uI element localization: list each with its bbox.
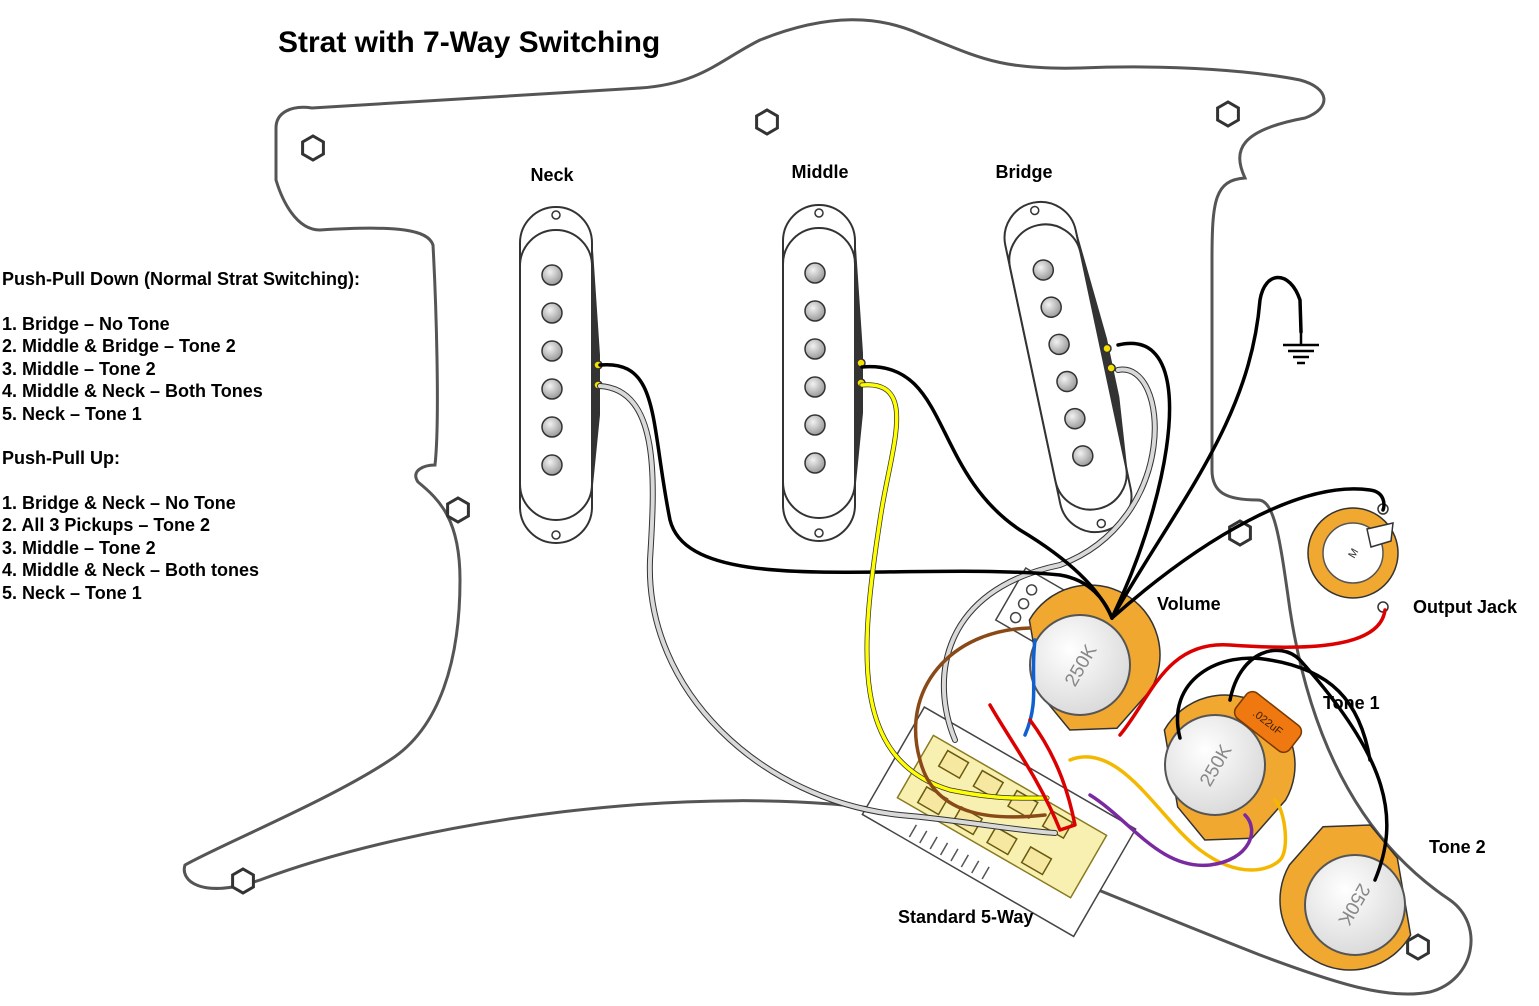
wire-black-neck — [598, 363, 1114, 620]
label-middle: Middle — [792, 162, 849, 182]
pole-piece — [541, 302, 563, 324]
legend-down-item: 2. Middle & Bridge – Tone 2 — [2, 336, 236, 356]
pole-piece — [1040, 296, 1062, 318]
label-volume: Volume — [1157, 594, 1221, 614]
wire-black-middle — [860, 365, 1114, 620]
mounting-screw-icon — [231, 867, 255, 895]
wire-red-switch — [988, 703, 1077, 832]
legend-up-item: 3. Middle – Tone 2 — [2, 537, 156, 558]
wire-blue — [1023, 638, 1037, 737]
label-output-jack: Output Jack — [1413, 597, 1518, 617]
middle-pickup — [782, 204, 866, 542]
pole-piece — [804, 452, 826, 474]
wire-brown — [913, 626, 1047, 819]
legend-up-item: 4. Middle & Neck – Both tones — [2, 560, 260, 580]
label-tone1: Tone 1 — [1323, 693, 1380, 713]
wires — [597, 275, 1389, 882]
mounting-screw-icon — [301, 134, 325, 162]
label-tone2: Tone 2 — [1429, 837, 1486, 857]
pole-piece — [804, 338, 826, 360]
mounting-screw-icon — [446, 496, 470, 524]
bridge-pickup — [1003, 200, 1133, 534]
pole-piece — [804, 262, 826, 284]
pole-piece — [1064, 407, 1086, 430]
pole-piece — [1032, 259, 1055, 281]
wire-purple — [1088, 793, 1254, 867]
pole-piece — [541, 340, 563, 362]
pole-piece — [541, 416, 563, 438]
mounting-screw-icon — [755, 108, 779, 136]
diagram-title: Strat with 7-Way Switching — [278, 26, 660, 59]
pole-piece — [804, 414, 826, 436]
wire-black-tone1 — [1175, 656, 1372, 762]
tone2-pot: 250K — [1279, 824, 1412, 971]
mounting-screw-icon — [1406, 933, 1430, 961]
pole-piece — [1056, 370, 1078, 393]
pole-piece — [1072, 445, 1094, 467]
label-bridge: Bridge — [995, 162, 1052, 182]
legend-up-heading: Push-Pull Up: — [2, 448, 120, 468]
wire-black-jack — [1110, 487, 1386, 620]
label-switch: Standard 5-Way — [898, 907, 1033, 927]
output-jack: M — [1307, 503, 1399, 613]
pole-piece — [1048, 333, 1070, 356]
switching-legend: Push-Pull Down (Normal Strat Switching):… — [2, 268, 360, 604]
legend-down-heading: Push-Pull Down (Normal Strat Switching): — [2, 269, 361, 289]
pole-piece — [541, 264, 563, 286]
pole-piece — [541, 454, 563, 476]
legend-spacer — [2, 291, 360, 313]
wire-black-tone2 — [1228, 648, 1389, 882]
legend-up-item: 1. Bridge & Neck – No Tone — [2, 492, 236, 513]
pole-piece — [804, 376, 826, 398]
legend-up-item: 5. Neck – Tone 1 — [2, 582, 142, 603]
wire-orange — [1068, 755, 1288, 872]
legend-down-item: 3. Middle – Tone 2 — [2, 358, 156, 379]
wire-black-bridge — [1110, 341, 1172, 620]
wire-red-jack — [1118, 608, 1387, 737]
neck-pickup — [519, 206, 603, 544]
legend-down-item: 5. Neck – Tone 1 — [2, 403, 142, 424]
label-neck: Neck — [530, 165, 574, 185]
pole-piece — [804, 300, 826, 322]
legend-down-item: 1. Bridge – No Tone — [2, 313, 170, 334]
wire-black-ground — [1110, 275, 1303, 620]
ground-icon — [1283, 332, 1319, 365]
legend-up-item: 2. All 3 Pickups – Tone 2 — [2, 515, 211, 535]
legend-spacer — [2, 425, 360, 447]
mounting-screw-icon — [1216, 100, 1240, 128]
volume-pot: 250K — [1028, 584, 1161, 731]
tone-capacitor: .022uF — [1233, 690, 1303, 754]
pole-piece — [541, 378, 563, 400]
legend-spacer — [2, 470, 360, 492]
legend-down-item: 4. Middle & Neck – Both Tones — [2, 381, 263, 401]
